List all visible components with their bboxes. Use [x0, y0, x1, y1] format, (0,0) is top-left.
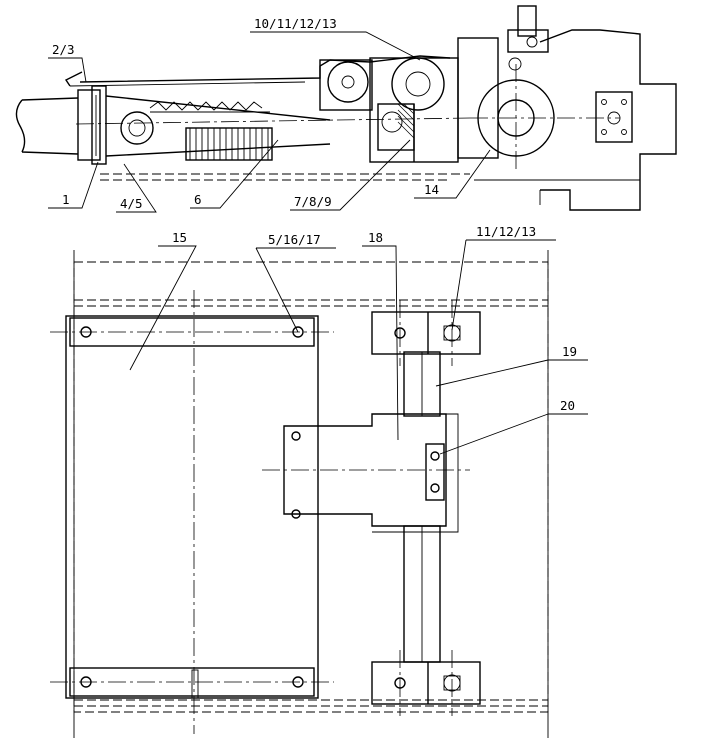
- callout-4-5: 4/5: [120, 196, 143, 211]
- callout-7-8-9: 7/8/9: [294, 194, 332, 209]
- leader-lines: [48, 31, 588, 455]
- spring: [149, 101, 270, 113]
- callout-20: 20: [560, 398, 575, 413]
- plan-view: [50, 250, 549, 738]
- callout-11-12-13: 11/12/13: [476, 224, 536, 239]
- callout-labels: 2/3 1 4/5 6 7/8/9 10/11/12/13 14 15 5/16…: [52, 16, 577, 413]
- bellows: [185, 127, 273, 161]
- callout-14: 14: [424, 182, 439, 197]
- callout-1: 1: [62, 192, 70, 207]
- callout-6: 6: [194, 192, 202, 207]
- callout-5-16-17: 5/16/17: [268, 232, 321, 247]
- callout-19: 19: [562, 344, 577, 359]
- callout-10-11-12-13: 10/11/12/13: [254, 16, 337, 31]
- side-elevation-view: [15, 5, 677, 211]
- callout-15: 15: [172, 230, 187, 245]
- callout-2-3: 2/3: [52, 42, 75, 57]
- callout-18: 18: [368, 230, 383, 245]
